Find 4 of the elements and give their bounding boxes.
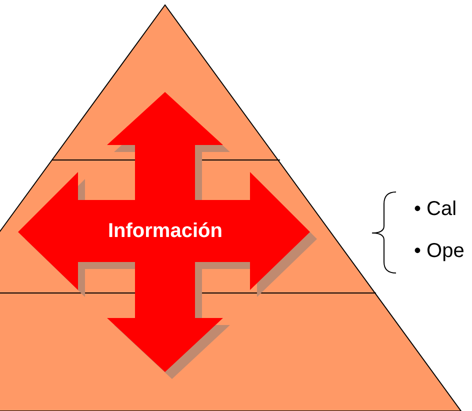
bullet-item: • Cal <box>414 198 457 221</box>
bullet-item: • Ope <box>414 240 464 263</box>
four-way-arrow <box>18 92 318 380</box>
arrow-label: Información <box>108 220 222 243</box>
